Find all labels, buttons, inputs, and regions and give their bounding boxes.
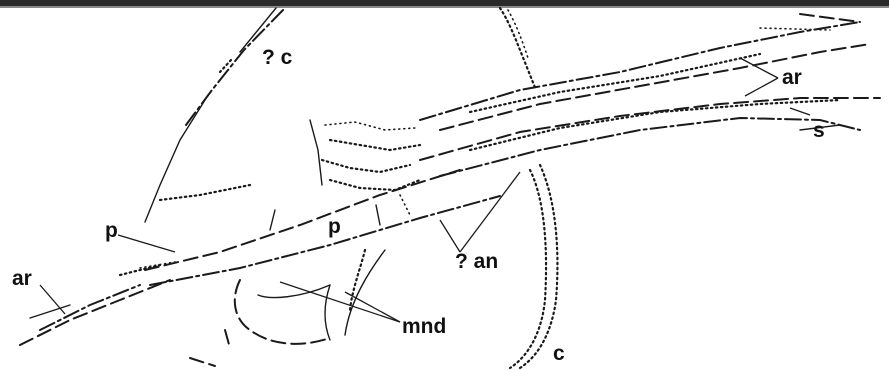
mandible <box>190 250 385 366</box>
label-q-c: ? c <box>262 46 293 69</box>
p-element <box>140 170 500 285</box>
label-s: s <box>813 119 825 142</box>
curved-c-bone <box>510 165 557 368</box>
label-c-bottom: c <box>553 342 565 365</box>
leader-lines <box>40 58 810 322</box>
label-q-an: ? an <box>455 250 498 273</box>
lower-left-bone <box>20 265 170 345</box>
label-ar-left: ar <box>12 267 32 290</box>
scan-top-band-shadow <box>0 6 889 8</box>
label-p-left: p <box>105 219 118 242</box>
lower-long-bone <box>420 98 880 176</box>
upper-dotted-bone <box>500 8 536 90</box>
label-ar-top: ar <box>782 66 802 89</box>
scan-top-band <box>0 0 889 6</box>
upper-left-bone <box>145 8 283 222</box>
label-p-mid: p <box>328 215 341 238</box>
label-mnd: mnd <box>402 315 446 338</box>
